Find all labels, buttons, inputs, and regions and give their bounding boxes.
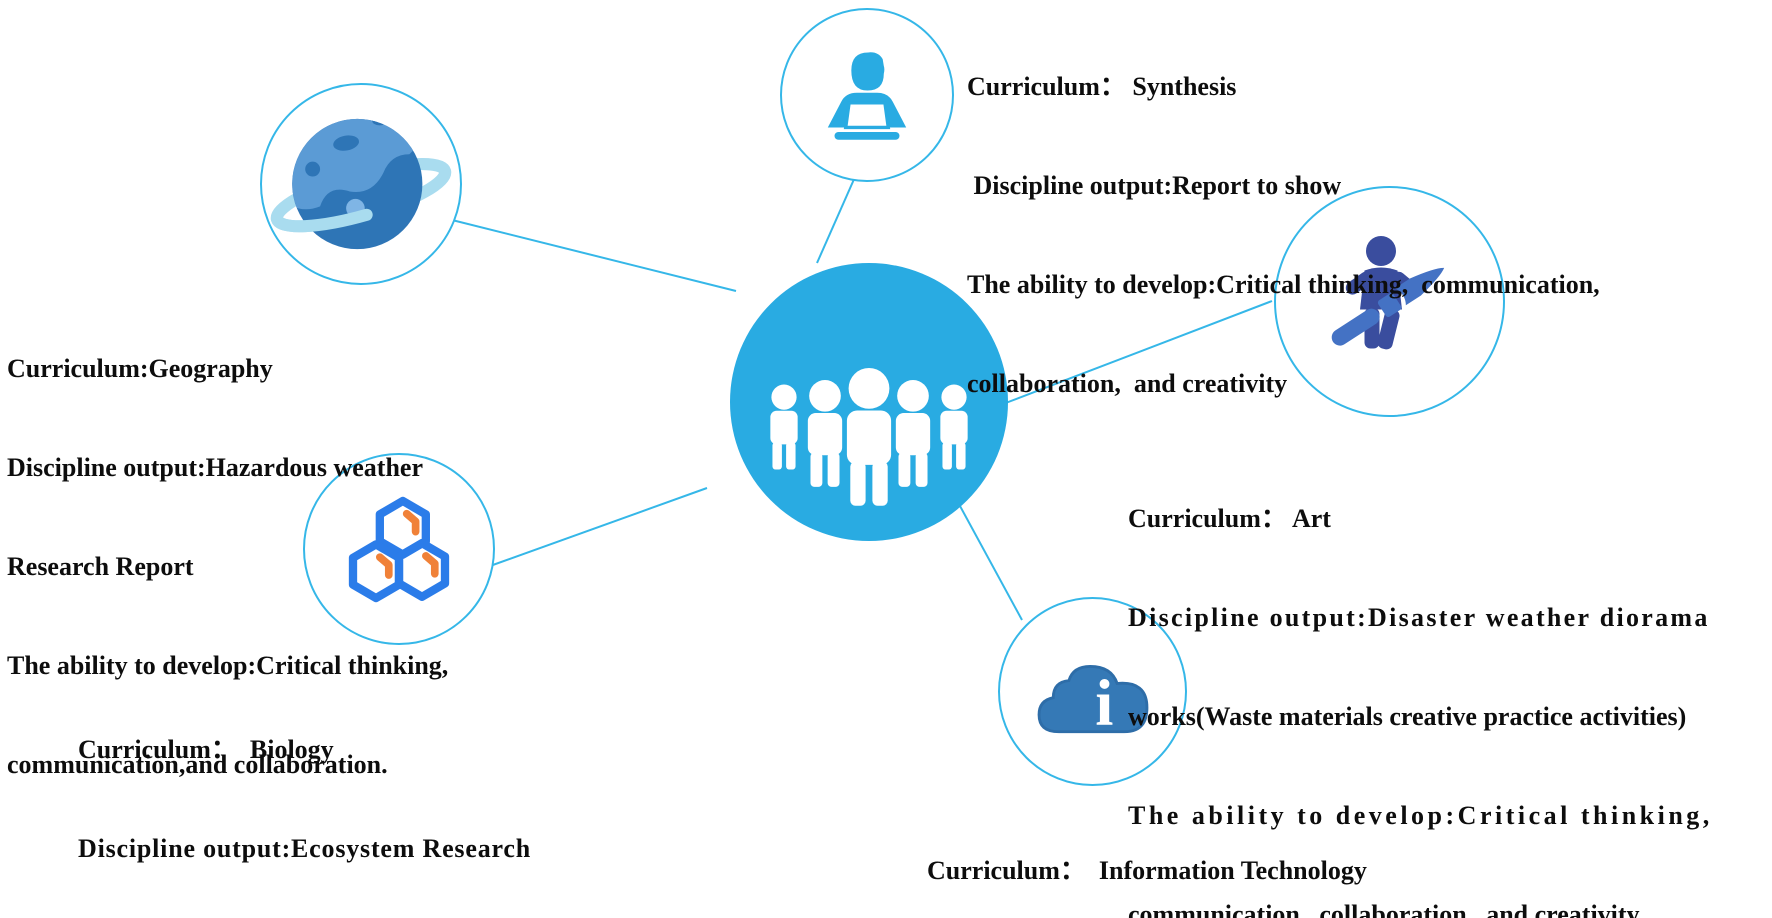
geography-text-block: Curriculum:Geography Discipline output:H… bbox=[7, 286, 448, 847]
text-line: communication,and collaboration. bbox=[7, 750, 388, 779]
painter-with-brush-icon bbox=[1331, 235, 1444, 349]
connector-biology bbox=[489, 487, 708, 567]
connector-art bbox=[1002, 300, 1273, 405]
text-line: Discipline output:Report to show bbox=[967, 171, 1342, 200]
text-line: The ability to develop:Critical thinking… bbox=[7, 651, 449, 680]
text-line: The ability to develop:Critical thinking… bbox=[967, 270, 1600, 299]
text-line: Discipline output:Disaster weather diora… bbox=[1128, 603, 1710, 632]
svg-text:i: i bbox=[1095, 667, 1113, 739]
text-line: Discipline output:Hazardous weather bbox=[7, 453, 423, 482]
text-line: Curriculum： Biology bbox=[78, 735, 334, 764]
text-line: Curriculum： Art bbox=[1128, 504, 1331, 533]
it-node: i bbox=[998, 597, 1187, 786]
connector-it bbox=[959, 505, 1023, 621]
text-line: Curriculum： Synthesis bbox=[967, 72, 1237, 101]
connector-synthesis bbox=[816, 176, 856, 264]
text-line: Discipline output:Ecosystem Research bbox=[78, 834, 531, 863]
text-line: Research Report bbox=[7, 552, 194, 581]
text-line: collaboration, and creativity bbox=[967, 369, 1288, 398]
art-text-block: Curriculum： Art Discipline output:Disast… bbox=[1128, 436, 1713, 918]
connector-geography bbox=[439, 216, 737, 292]
art-node bbox=[1274, 186, 1505, 417]
geography-node bbox=[260, 83, 462, 285]
synthesis-text-block: Curriculum： Synthesis Discipline output:… bbox=[967, 4, 1600, 466]
it-text-block: Curriculum： Information Technology Disci… bbox=[927, 788, 1560, 918]
hexagon-molecules-icon bbox=[348, 496, 450, 602]
text-line: works(Waste materials creative practice … bbox=[1128, 702, 1687, 731]
text-line: Curriculum:Geography bbox=[7, 354, 273, 383]
person-at-laptop-icon bbox=[827, 52, 907, 140]
team-people-icon bbox=[770, 368, 968, 506]
text-line: Curriculum： Information Technology bbox=[927, 856, 1367, 885]
synthesis-node bbox=[780, 8, 954, 182]
info-cloud-icon: i bbox=[1037, 664, 1148, 739]
text-line: The ability to develop:Critical thinking… bbox=[1128, 801, 1713, 830]
ringed-planet-icon bbox=[270, 118, 452, 250]
center-hub-node bbox=[730, 263, 1008, 541]
biology-node bbox=[303, 453, 495, 645]
biology-text-block: Curriculum： Biology Discipline output:Ec… bbox=[78, 667, 531, 918]
text-line: communication, collaboration, and creati… bbox=[1128, 900, 1640, 918]
